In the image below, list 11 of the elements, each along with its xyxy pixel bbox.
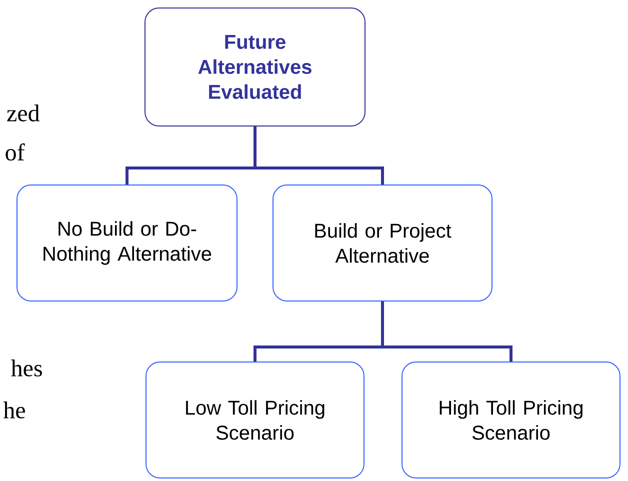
text-fragment: he	[3, 402, 25, 418]
alternative-box: Low Toll Pricing Scenario	[146, 362, 364, 478]
connector-line	[381, 302, 512, 362]
text-fragment: zed	[7, 104, 40, 122]
text-fragment: of	[6, 143, 25, 161]
title-box: Future Alternatives Evaluated	[144, 8, 366, 126]
alternative-box: Build or Project Alternative	[272, 184, 492, 302]
alternative-box: High Toll Pricing Scenario	[402, 362, 620, 478]
alternative-box: No Build or Do-Nothing Alternative	[16, 184, 238, 302]
text-fragment: hes	[11, 360, 42, 376]
connector-line	[254, 126, 384, 184]
